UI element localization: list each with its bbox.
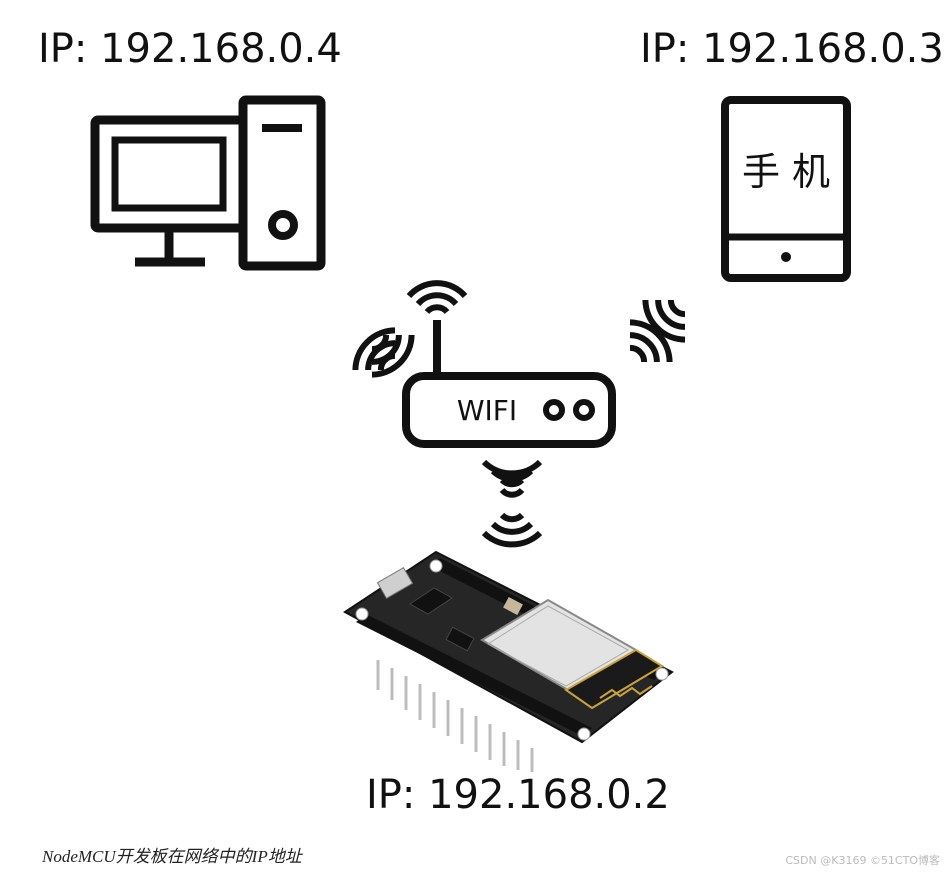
pc-ip-label: IP: 192.168.0.4: [38, 26, 342, 72]
signal-wave-icon: [406, 280, 468, 315]
signal-wave-icon: [352, 327, 415, 378]
nodemcu-board-image: [343, 550, 674, 772]
mobile-phone-icon: [721, 96, 851, 282]
wifi-router-icon: [402, 320, 616, 448]
figure-caption: NodeMCU开发板在网络中的IP地址: [42, 847, 302, 866]
phone-label: 手 机: [742, 150, 830, 194]
phone-ip-label: IP: 192.168.0.3: [640, 26, 944, 72]
board-ip-label: IP: 192.168.0.2: [366, 772, 670, 818]
watermark: CSDN @K3169 ©51CTO博客: [785, 854, 940, 867]
router-label: WIFI: [457, 394, 517, 427]
signal-wave-icon: [629, 299, 686, 363]
signal-wave-icon: [481, 459, 543, 548]
desktop-computer-icon: [90, 95, 326, 271]
phone-home-button-icon: [781, 252, 791, 262]
